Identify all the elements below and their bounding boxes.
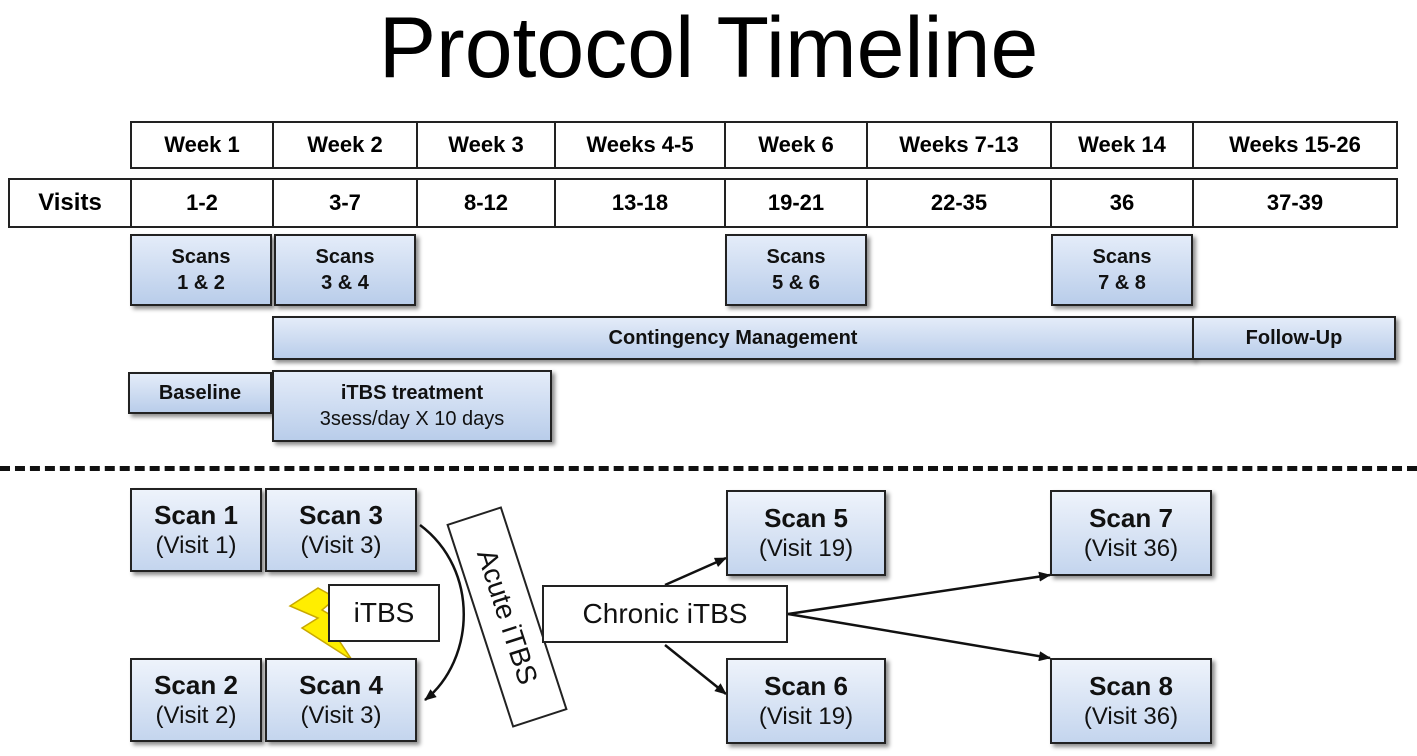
scan-pair-line1: Scans xyxy=(315,246,375,268)
scan-pair-line2: 7 & 8 xyxy=(1098,272,1146,294)
scan-box-5: Scan 5 (Visit 19) xyxy=(726,490,886,576)
scan-pair-line1: Scans xyxy=(171,246,231,268)
itbs-treatment-bar: iTBS treatment 3sess/day X 10 days xyxy=(272,370,552,442)
scan-name: Scan 8 xyxy=(1089,671,1173,701)
scan-visit: (Visit 3) xyxy=(300,702,382,729)
week-cell: Week 3 xyxy=(416,121,556,169)
scan-name: Scan 2 xyxy=(154,670,238,700)
scan-visit: (Visit 19) xyxy=(758,535,854,562)
itbs-label: iTBS xyxy=(328,584,440,642)
scan-visit: (Visit 19) xyxy=(758,703,854,730)
follow-up-label: Follow-Up xyxy=(1245,327,1343,349)
scan-box-1: Scan 1 (Visit 1) xyxy=(130,488,262,572)
arrow-to-scan-6 xyxy=(664,644,727,695)
scan-name: Scan 4 xyxy=(299,670,383,700)
week-cell: Weeks 15-26 xyxy=(1192,121,1398,169)
visit-cell: 8-12 xyxy=(416,178,556,228)
week-cell: Week 2 xyxy=(272,121,418,169)
baseline-label: Baseline xyxy=(158,382,242,404)
scan-visit: (Visit 2) xyxy=(155,702,237,729)
scan-box-6: Scan 6 (Visit 19) xyxy=(726,658,886,744)
follow-up-bar: Follow-Up xyxy=(1192,316,1396,360)
week-cell: Week 14 xyxy=(1050,121,1194,169)
scan-box-3: Scan 3 (Visit 3) xyxy=(265,488,417,572)
scan-pair-line1: Scans xyxy=(1092,246,1152,268)
scan-pair-box: Scans 5 & 6 xyxy=(725,234,867,306)
scan-name: Scan 7 xyxy=(1089,503,1173,533)
baseline-bar: Baseline xyxy=(128,372,272,414)
visit-cell: 13-18 xyxy=(554,178,726,228)
visits-label: Visits xyxy=(8,178,132,228)
week-cell: Weeks 4-5 xyxy=(554,121,726,169)
scan-box-8: Scan 8 (Visit 36) xyxy=(1050,658,1212,744)
visit-cell: 36 xyxy=(1050,178,1194,228)
itbs-treatment-detail: 3sess/day X 10 days xyxy=(319,408,505,430)
scan-box-7: Scan 7 (Visit 36) xyxy=(1050,490,1212,576)
arrow-to-scan-7 xyxy=(787,571,1051,616)
week-cell: Week 1 xyxy=(130,121,274,169)
scan-visit: (Visit 1) xyxy=(155,532,237,559)
scan-pair-line2: 1 & 2 xyxy=(177,272,225,294)
visit-cell: 22-35 xyxy=(866,178,1052,228)
scan-visit: (Visit 36) xyxy=(1083,703,1179,730)
week-cell: Week 6 xyxy=(724,121,868,169)
scan-pair-line1: Scans xyxy=(766,246,826,268)
scan-visit: (Visit 3) xyxy=(300,532,382,559)
scan-box-4: Scan 4 (Visit 3) xyxy=(265,658,417,742)
scan-pair-box: Scans 1 & 2 xyxy=(130,234,272,306)
week-cell: Weeks 7-13 xyxy=(866,121,1052,169)
visit-cell: 3-7 xyxy=(272,178,418,228)
scan-pair-box: Scans 3 & 4 xyxy=(274,234,416,306)
scan-pair-box: Scans 7 & 8 xyxy=(1051,234,1193,306)
scan-pair-line2: 3 & 4 xyxy=(321,272,369,294)
itbs-treatment-title: iTBS treatment xyxy=(340,382,484,404)
chronic-itbs-label: Chronic iTBS xyxy=(542,585,788,643)
scan-box-2: Scan 2 (Visit 2) xyxy=(130,658,262,742)
contingency-management-bar: Contingency Management xyxy=(272,316,1194,360)
section-divider xyxy=(0,466,1417,471)
page-title: Protocol Timeline xyxy=(378,0,1039,96)
contingency-label: Contingency Management xyxy=(608,327,858,349)
visit-cell: 19-21 xyxy=(724,178,868,228)
scan-name: Scan 3 xyxy=(299,500,383,530)
scan-visit: (Visit 36) xyxy=(1083,535,1179,562)
scan-name: Scan 5 xyxy=(764,503,848,533)
visit-cell: 1-2 xyxy=(130,178,274,228)
arrow-to-scan-8 xyxy=(787,612,1051,662)
scan-name: Scan 1 xyxy=(154,500,238,530)
scan-pair-line2: 5 & 6 xyxy=(772,272,820,294)
visit-cell: 37-39 xyxy=(1192,178,1398,228)
arrow-to-scan-5 xyxy=(664,556,727,587)
scan-name: Scan 6 xyxy=(764,671,848,701)
